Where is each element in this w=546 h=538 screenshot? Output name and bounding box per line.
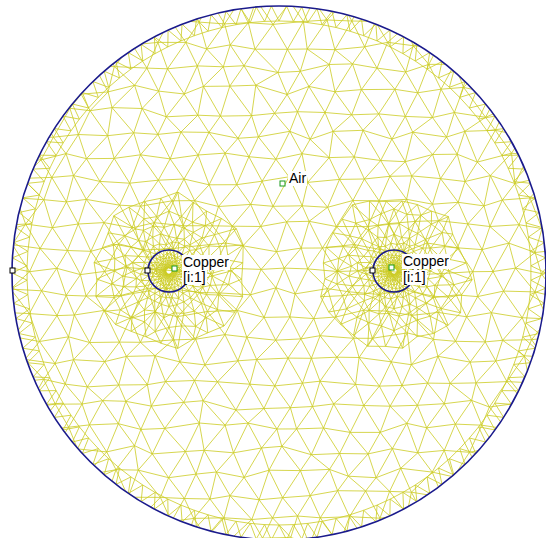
block-label: [i:1] [182, 270, 207, 285]
region-label: Air [288, 171, 307, 186]
block-markers [172, 181, 394, 271]
block-label: [i:1] [402, 270, 427, 285]
boundary-circle [12, 6, 546, 538]
block-label: Copper [402, 254, 450, 269]
block-label: Copper [182, 255, 230, 270]
